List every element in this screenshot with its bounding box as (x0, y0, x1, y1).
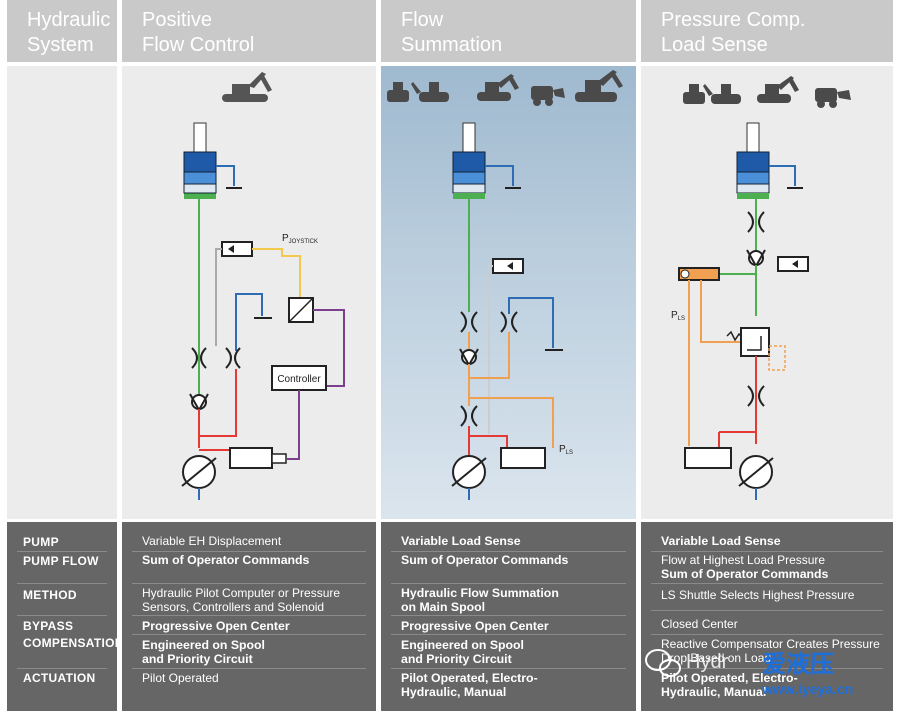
header-flow-summation: Flow Summation (381, 0, 636, 62)
divider (391, 668, 626, 669)
column-positive-flow-control: Positive Flow Control (122, 0, 376, 711)
circuit-positive-flow: PJOYSTICK Controller (181, 72, 345, 500)
controller-label: Controller (277, 374, 321, 385)
diagram-pressure-comp: PLS (641, 66, 893, 519)
divider (391, 615, 626, 616)
divider (132, 551, 366, 552)
diagram-flow-summation: PLS (381, 66, 636, 519)
ls-shuttle-icon (678, 267, 720, 281)
divider (651, 634, 883, 635)
pls-label: PLS (671, 310, 685, 322)
divider (17, 615, 107, 616)
divider (17, 668, 107, 669)
divider (132, 634, 366, 635)
row-label-pump: PUMP (23, 535, 59, 549)
divider (651, 551, 883, 552)
table-pressure-comp: Variable Load Sense Flow at Highest Load… (641, 522, 893, 711)
excavator-icon (757, 76, 799, 103)
joystick-icon (221, 241, 253, 257)
excavator-icon (222, 72, 272, 102)
column-pressure-comp-load-sense: Pressure Comp. Load Sense (641, 0, 893, 711)
excavator-large-icon (575, 70, 623, 102)
header-pressure-comp: Pressure Comp. Load Sense (641, 0, 893, 62)
pjoystick-label: PJOYSTICK (282, 233, 318, 245)
divider (132, 668, 366, 669)
cylinder-icon (736, 122, 770, 199)
divider (391, 551, 626, 552)
divider (391, 634, 626, 635)
cell-method: Hydraulic Flow Summation on Main Spool (401, 586, 559, 614)
header-title: Positive Flow Control (142, 9, 255, 56)
header-title: Pressure Comp. Load Sense (661, 9, 806, 56)
header-hydraulic-system: Hydraulic System (7, 0, 117, 62)
cell-pump: Variable Load Sense (401, 534, 521, 548)
cylinder-icon (183, 122, 217, 199)
table-flow-summation: Variable Load Sense Sum of Operator Comm… (381, 522, 636, 711)
wheel-loader-icon (815, 88, 851, 108)
divider (17, 551, 107, 552)
table-positive-flow: Variable EH Displacement Sum of Operator… (122, 522, 376, 711)
machine-icons (683, 76, 851, 108)
row-label-pump-flow: PUMP FLOW (23, 554, 99, 568)
row-label-bypass: BYPASS (23, 619, 74, 633)
circuit-pressure-comp: PLS (671, 76, 851, 500)
row-label-actuation: ACTUATION (23, 671, 96, 685)
divider (651, 583, 883, 584)
cell-actuation: Pilot Operated, Electro-Hydraulic, Manua… (401, 671, 538, 699)
watermark-url: www.iyeya.cn (761, 681, 853, 697)
cell-pump-flow-1: Flow at Highest Load Pressure (661, 553, 826, 567)
skid-steer-icon (387, 82, 409, 102)
divider (391, 583, 626, 584)
machine-icons (387, 70, 623, 106)
watermark: Hydr 爱液压 www.iyeya.cn (640, 642, 895, 702)
cell-compensation: Engineered on Spool and Priority Circuit (401, 638, 524, 666)
watermark-cn: 爱液压 (762, 650, 834, 678)
diagram-area-empty (7, 66, 117, 519)
cell-method: LS Shuttle Selects Highest Pressure (661, 588, 855, 602)
row-label-compensation: COMPENSATION (23, 636, 124, 650)
backhoe-icon (703, 84, 741, 104)
divider (17, 583, 107, 584)
cell-bypass: Closed Center (661, 617, 738, 631)
divider (132, 615, 366, 616)
cell-actuation: Pilot Operated (142, 671, 219, 685)
cell-pump: Variable EH Displacement (142, 534, 282, 548)
divider (651, 668, 883, 669)
circuit-flow-summation: PLS (387, 70, 623, 500)
cell-pump-flow: Sum of Operator Commands (142, 553, 310, 567)
wechat-icon: Hydr 爱液压 www.iyeya.cn (645, 649, 853, 697)
cell-pump-flow: Sum of Operator Commands (401, 553, 569, 567)
cell-bypass: Progressive Open Center (142, 619, 290, 633)
header-title: Flow Summation (401, 9, 503, 56)
divider (132, 583, 366, 584)
column-flow-summation: Flow Summation (381, 0, 636, 711)
spool-valve-icon (500, 447, 546, 469)
cell-compensation: Engineered on Spool and Priority Circuit (142, 638, 265, 666)
spool-valve-icon (229, 447, 273, 469)
diagram-positive-flow-control: PJOYSTICK Controller (122, 66, 376, 519)
backhoe-icon (411, 82, 449, 102)
skid-steer-icon (683, 84, 705, 104)
column-hydraulic-system: Hydraulic System PUMP PUMP FLOW METHOD B… (7, 0, 123, 711)
watermark-brand: Hydr (686, 651, 729, 673)
pls-label: PLS (559, 444, 573, 456)
cell-method: Hydraulic Pilot Computer or Pressure Sen… (142, 586, 341, 614)
spool-valve-icon (684, 447, 732, 469)
header-positive-flow-control: Positive Flow Control (122, 0, 376, 62)
cell-bypass: Progressive Open Center (401, 619, 549, 633)
cell-actuation: Pilot Operated, Electro-Hydraulic, Manua… (661, 671, 798, 699)
cell-pump-flow-2: Sum of Operator Commands (661, 567, 829, 581)
row-label-method: METHOD (23, 588, 77, 602)
divider (651, 610, 883, 611)
header-title: Hydraulic System (27, 9, 111, 56)
cell-pump: Variable Load Sense (661, 534, 781, 548)
cell-compensation: Reactive Compensator Creates Pressure Dr… (661, 637, 880, 665)
excavator-icon (477, 74, 519, 101)
cylinder-icon (452, 122, 486, 199)
row-labels-panel: PUMP PUMP FLOW METHOD BYPASS COMPENSATIO… (7, 522, 123, 711)
compensator-icon (740, 327, 770, 357)
wheel-loader-icon (531, 86, 565, 106)
